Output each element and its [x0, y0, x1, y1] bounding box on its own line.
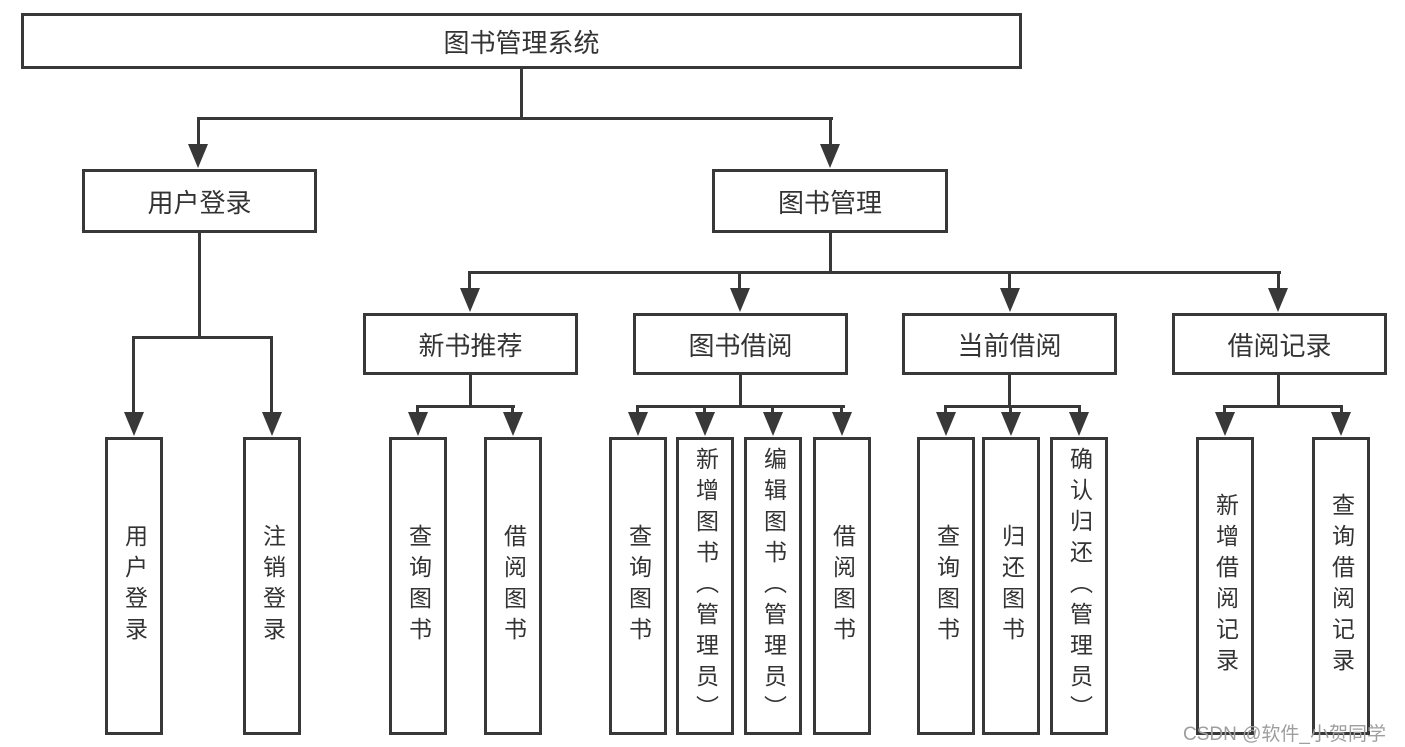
- arrowhead-down-icon: [1000, 288, 1020, 312]
- arrowhead-down-icon: [730, 288, 750, 312]
- connector-hline: [416, 405, 515, 408]
- connector-vline: [771, 405, 774, 415]
- arrowhead-down-icon: [408, 412, 428, 436]
- connector-vline: [468, 271, 471, 291]
- leaf-borrow-book-borrowing-label: 借阅图书: [829, 524, 856, 648]
- leaf-borrow-book-recommend: 借阅图书: [484, 437, 542, 735]
- leaf-logout: 注销登录: [243, 437, 301, 735]
- node-book-management-label: 图书管理: [777, 187, 882, 218]
- node-user-login-label: 用户登录: [147, 187, 252, 218]
- connector-vline: [944, 405, 947, 415]
- node-current-borrowing-label: 当前借阅: [957, 330, 1062, 361]
- arrowhead-down-icon: [124, 412, 144, 436]
- arrowhead-down-icon: [503, 412, 523, 436]
- arrowhead-down-icon: [1069, 412, 1089, 436]
- arrowhead-down-icon: [188, 144, 208, 168]
- node-book-management: 图书管理: [712, 169, 948, 233]
- node-book-borrowing-label: 图书借阅: [688, 330, 793, 361]
- leaf-return-book-label: 归还图书: [998, 524, 1025, 648]
- connector-vline: [416, 405, 419, 415]
- arrowhead-down-icon: [832, 412, 852, 436]
- connector-vline: [469, 374, 472, 408]
- leaf-add-book-admin: 新增图书（管理员）: [676, 437, 734, 735]
- leaf-confirm-return-admin: 确认归还（管理员）: [1050, 437, 1108, 735]
- leaf-query-book-recommend: 查询图书: [389, 437, 447, 735]
- leaf-query-book-borrowing: 查询图书: [609, 437, 667, 735]
- leaf-confirm-return-admin-label: 确认归还（管理员）: [1066, 446, 1093, 726]
- connector-vline: [132, 336, 135, 416]
- connector-vline: [739, 374, 742, 408]
- leaf-user-login: 用户登录: [105, 437, 163, 735]
- connector-vline: [1008, 271, 1011, 291]
- leaf-add-borrow-record: 新增借阅记录: [1196, 437, 1254, 735]
- connector-vline: [703, 405, 706, 415]
- node-borrowing-records-label: 借阅记录: [1227, 330, 1332, 361]
- connector-vline: [197, 117, 200, 148]
- node-new-book-recommendation: 新书推荐: [363, 313, 578, 375]
- node-borrowing-records: 借阅记录: [1172, 313, 1387, 375]
- leaf-return-book: 归还图书: [982, 437, 1040, 735]
- arrowhead-down-icon: [262, 412, 282, 436]
- arrowhead-down-icon: [1215, 412, 1235, 436]
- connector-vline: [829, 233, 832, 274]
- leaf-query-book-current-label: 查询图书: [933, 524, 960, 648]
- arrowhead-down-icon: [460, 288, 480, 312]
- arrowhead-down-icon: [1001, 412, 1021, 436]
- node-book-borrowing: 图书借阅: [633, 313, 848, 375]
- node-current-borrowing: 当前借阅: [902, 313, 1117, 375]
- arrowhead-down-icon: [1331, 412, 1351, 436]
- connector-vline: [840, 405, 843, 415]
- connector-vline: [1277, 271, 1280, 291]
- leaf-edit-book-admin-label: 编辑图书（管理员）: [760, 446, 787, 726]
- connector-vline: [1277, 374, 1280, 408]
- leaf-borrow-book-recommend-label: 借阅图书: [500, 524, 527, 648]
- connector-hline: [944, 405, 1081, 408]
- connector-vline: [198, 233, 201, 339]
- leaf-query-borrow-record-label: 查询借阅记录: [1328, 493, 1355, 679]
- connector-hline: [636, 405, 845, 408]
- connector-hline: [1223, 405, 1343, 408]
- watermark: CSDN @软件_小贺同学: [1183, 724, 1386, 745]
- leaf-add-book-admin-label: 新增图书（管理员）: [692, 446, 719, 726]
- connector-hline: [132, 336, 273, 339]
- leaf-logout-label: 注销登录: [259, 524, 286, 648]
- connector-vline: [511, 405, 514, 415]
- connector-vline: [1008, 374, 1011, 408]
- leaf-query-book-recommend-label: 查询图书: [405, 524, 432, 648]
- node-user-login: 用户登录: [82, 169, 317, 233]
- connector-vline: [738, 271, 741, 291]
- leaf-user-login-label: 用户登录: [121, 524, 148, 648]
- connector-vline: [1009, 405, 1012, 415]
- arrowhead-down-icon: [763, 412, 783, 436]
- connector-vline: [1340, 405, 1343, 415]
- connector-vline: [520, 69, 523, 119]
- node-root: 图书管理系统: [21, 13, 1022, 69]
- arrowhead-down-icon: [695, 412, 715, 436]
- connector-vline: [270, 336, 273, 416]
- leaf-edit-book-admin: 编辑图书（管理员）: [744, 437, 802, 735]
- node-new-book-recommendation-label: 新书推荐: [418, 330, 523, 361]
- connector-hline: [468, 271, 1281, 274]
- leaf-add-borrow-record-label: 新增借阅记录: [1212, 493, 1239, 679]
- connector-vline: [1223, 405, 1226, 415]
- node-root-label: 图书管理系统: [443, 27, 600, 58]
- leaf-borrow-book-borrowing: 借阅图书: [813, 437, 871, 735]
- connector-vline: [1078, 405, 1081, 415]
- leaf-query-borrow-record: 查询借阅记录: [1312, 437, 1370, 735]
- arrowhead-down-icon: [1268, 288, 1288, 312]
- connector-hline: [197, 117, 833, 120]
- leaf-query-book-borrowing-label: 查询图书: [625, 524, 652, 648]
- arrowhead-down-icon: [628, 412, 648, 436]
- arrowhead-down-icon: [936, 412, 956, 436]
- connector-vline: [829, 117, 832, 148]
- connector-vline: [636, 405, 639, 415]
- arrowhead-down-icon: [820, 144, 840, 168]
- leaf-query-book-current: 查询图书: [917, 437, 975, 735]
